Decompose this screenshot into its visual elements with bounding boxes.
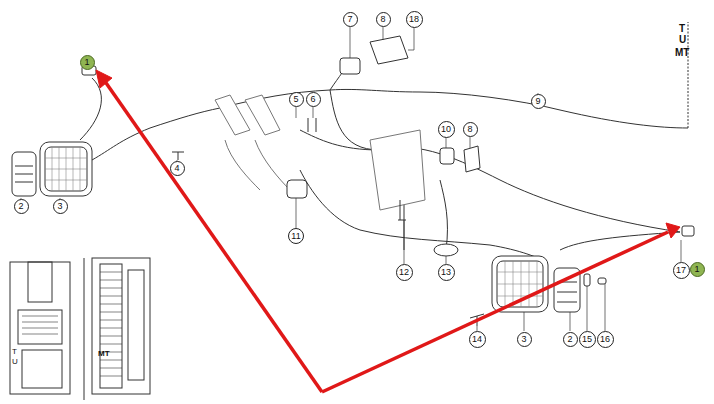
callout-circle: 17 (673, 262, 690, 279)
variant-label: T (12, 348, 17, 356)
callout-circle: 14 (469, 331, 486, 348)
callout-number: 6 (310, 95, 315, 104)
callout-circle: 9 (531, 94, 546, 109)
callout-circle: 5 (289, 92, 304, 107)
callout-circle: 1 (80, 55, 95, 70)
callout-circle: 18 (406, 11, 423, 28)
callout-circle: 2 (14, 199, 29, 214)
callout-number: 2 (567, 335, 572, 344)
callout-circle: 10 (438, 121, 455, 138)
callout-number: 1 (84, 58, 89, 67)
callout-number: 3 (57, 202, 62, 211)
callout-number: 2 (18, 202, 23, 211)
callout-number: 12 (399, 268, 409, 277)
variant-label: MT (675, 48, 689, 58)
variant-label: T (679, 24, 685, 34)
callout-circle: 4 (170, 161, 185, 176)
variant-label: U (679, 35, 686, 45)
callout-number: 7 (347, 15, 352, 24)
callout-number: 15 (582, 335, 592, 344)
callout-circle: 8 (376, 12, 391, 27)
callout-circle: 15 (579, 331, 596, 348)
callout-number: 8 (380, 15, 385, 24)
callout-circle: 8 (463, 122, 478, 137)
callout-circle: 13 (438, 264, 455, 281)
callout-number: 4 (174, 164, 179, 173)
callout-circle: 11 (288, 228, 304, 244)
callout-number: 9 (535, 97, 540, 106)
callout-number: 17 (676, 266, 686, 275)
callout-circle: 3 (517, 332, 532, 347)
callout-number: 5 (293, 95, 298, 104)
callout-circle: 1 (690, 262, 705, 277)
callout-number: 10 (441, 125, 451, 134)
callout-circle: 7 (343, 12, 358, 27)
callout-number: 13 (441, 268, 451, 277)
callout-circle: 16 (597, 331, 614, 348)
callout-circle: 12 (396, 264, 413, 281)
callout-circle: 2 (563, 332, 578, 347)
callout-number: 8 (467, 125, 472, 134)
callout-number: 11 (291, 232, 300, 241)
variant-label: U (12, 358, 18, 366)
callout-number: 3 (521, 335, 526, 344)
callout-number: 18 (409, 15, 419, 24)
callout-number: 1 (694, 265, 699, 274)
variant-label: MT (98, 350, 110, 358)
callout-circle: 3 (53, 199, 68, 214)
callout-number: 14 (472, 335, 482, 344)
callout-number: 16 (600, 335, 610, 344)
callout-circle: 6 (306, 92, 321, 107)
